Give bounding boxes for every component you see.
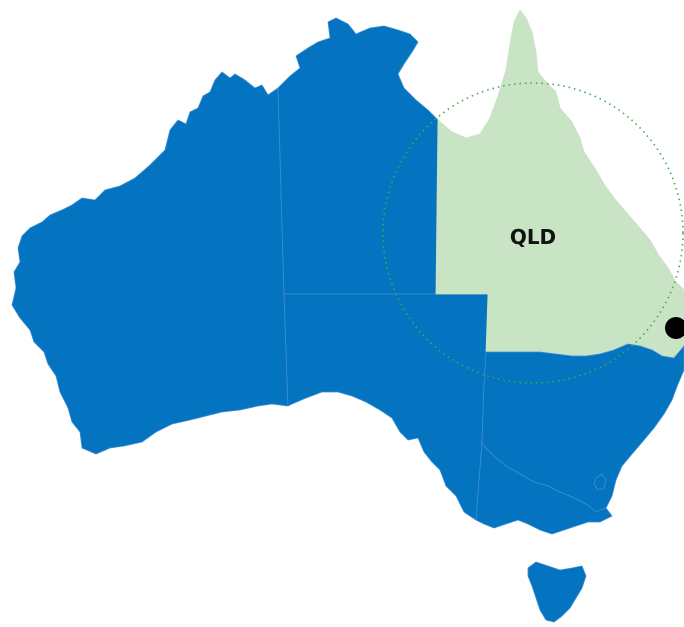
selected-state-label: QLD <box>510 225 556 249</box>
location-marker-icon[interactable] <box>665 317 684 339</box>
state-sa[interactable] <box>283 293 489 521</box>
selection-ring <box>382 82 684 384</box>
state-wa[interactable] <box>11 71 289 455</box>
state-nt[interactable] <box>277 17 439 295</box>
state-tas[interactable] <box>527 561 587 623</box>
state-act[interactable] <box>593 473 607 491</box>
state-vic[interactable] <box>475 441 613 535</box>
